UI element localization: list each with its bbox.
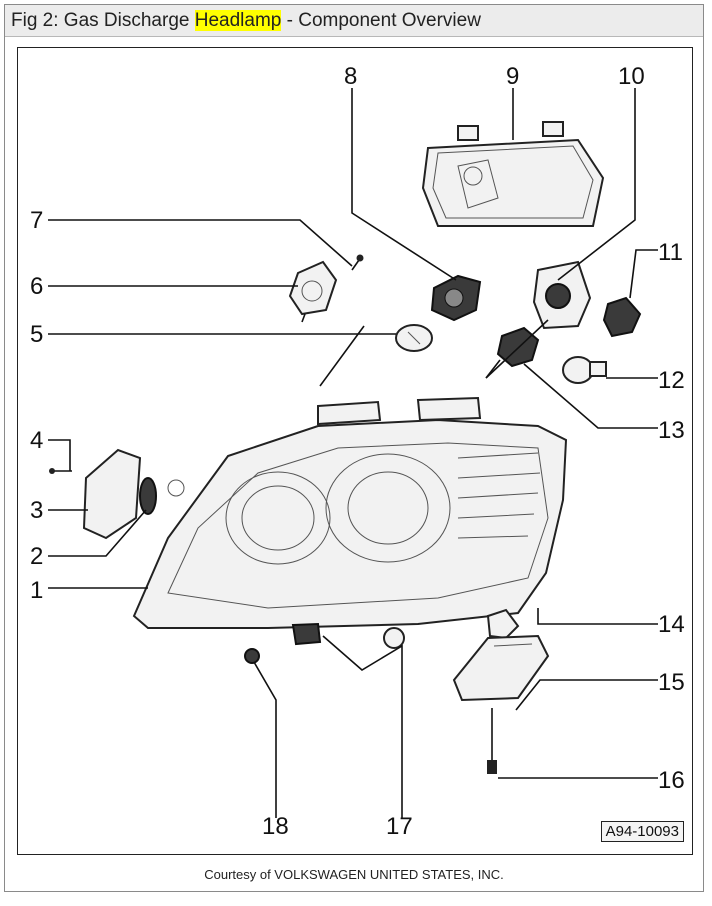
part-igniter — [452, 608, 550, 702]
callout-4: 4 — [30, 427, 43, 454]
callout-12: 12 — [658, 367, 685, 394]
callout-14: 14 — [658, 611, 685, 638]
title-bar: Fig 2: Gas Discharge Headlamp - Componen… — [5, 5, 703, 37]
part-rear-cover — [421, 121, 605, 227]
callout-13: 13 — [658, 417, 685, 444]
leader-lines — [48, 88, 658, 818]
part-fasteners — [244, 622, 405, 664]
credit-footer: Courtesy of VOLKSWAGEN UNITED STATES, IN… — [204, 867, 504, 882]
diagram-drawing: 8 9 10 7 6 5 4 3 2 1 11 12 13 14 15 16 1… — [30, 63, 685, 840]
callout-2: 2 — [30, 543, 43, 570]
part-signal-holder — [532, 260, 592, 330]
callout-8: 8 — [344, 63, 357, 90]
figure-code: A94-10093 — [600, 821, 684, 842]
callout-16: 16 — [658, 767, 685, 794]
part-bulb-holder — [430, 274, 482, 322]
figure-title: Fig 2: Gas Discharge Headlamp - Componen… — [11, 10, 481, 32]
part-control-unit — [49, 448, 157, 540]
part-bulb — [395, 324, 433, 352]
part-marker-socket — [562, 296, 642, 384]
callout-18: 18 — [262, 813, 289, 840]
callout-10: 10 — [618, 63, 645, 90]
title-highlight: Headlamp — [194, 10, 282, 31]
title-text-after: - Component Overview — [281, 10, 481, 31]
callout-5: 5 — [30, 321, 43, 348]
callout-9: 9 — [506, 63, 519, 90]
part-headlamp-housing — [132, 396, 568, 629]
callout-17: 17 — [386, 813, 413, 840]
callout-3: 3 — [30, 497, 43, 524]
callout-7: 7 — [30, 207, 43, 234]
part-screw-16 — [487, 708, 497, 774]
figure-frame: Fig 2: Gas Discharge Headlamp - Componen… — [4, 4, 704, 892]
callout-1: 1 — [30, 577, 43, 604]
callout-15: 15 — [658, 669, 685, 696]
part-adjuster-motor — [288, 254, 364, 323]
callout-6: 6 — [30, 273, 43, 300]
callout-numbers: 8 9 10 7 6 5 4 3 2 1 11 12 13 14 15 16 1… — [30, 63, 685, 840]
exploded-diagram: 8 9 10 7 6 5 4 3 2 1 11 12 13 14 15 16 1… — [17, 47, 693, 855]
callout-11: 11 — [658, 239, 683, 266]
title-text-before: Fig 2: Gas Discharge — [11, 10, 195, 31]
